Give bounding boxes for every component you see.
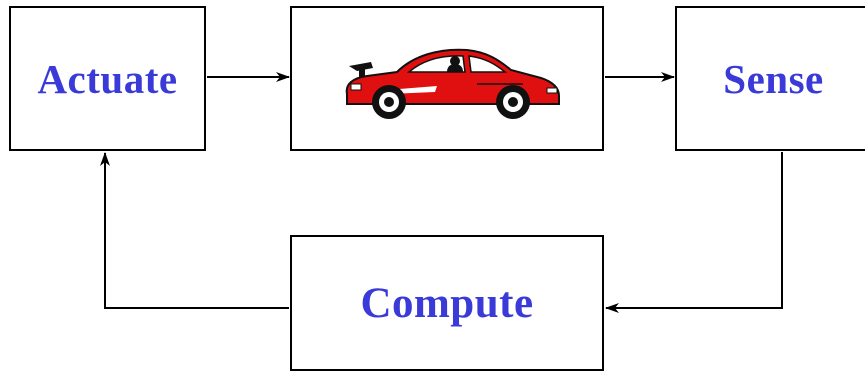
red-sports-car-icon — [345, 48, 560, 119]
plant-block — [290, 6, 604, 151]
actuate-label: Actuate — [37, 55, 178, 102]
sense-block: Sense — [675, 6, 865, 151]
actuate-block: Actuate — [9, 6, 206, 151]
compute-label: Compute — [360, 279, 534, 327]
sense-label: Sense — [723, 55, 824, 102]
arrow-compute-to-actuate — [100, 152, 289, 309]
compute-block: Compute — [290, 235, 604, 371]
arrow-sense-to-compute — [605, 152, 783, 313]
